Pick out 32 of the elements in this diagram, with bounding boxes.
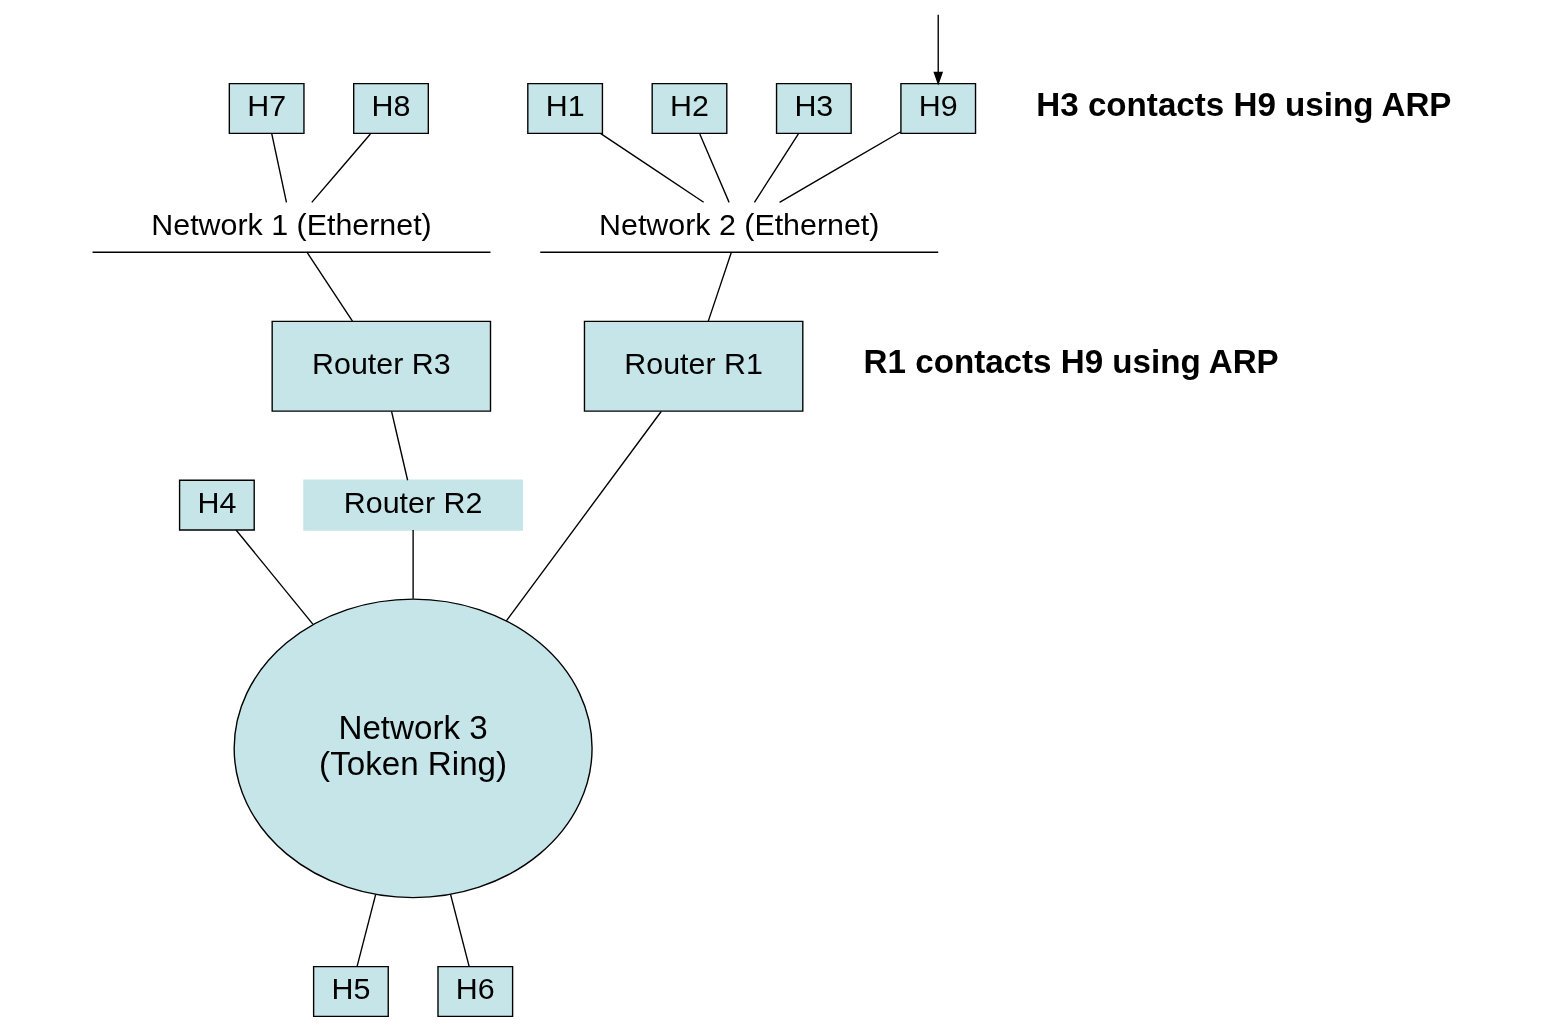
node-ellipse: Network 3 (Token Ring): [233, 598, 593, 899]
node-box: Router R3: [271, 320, 491, 412]
connector: [390, 410, 408, 481]
node-box: H9: [899, 83, 976, 135]
arrow: [932, 13, 943, 86]
node-box: H1: [526, 83, 603, 135]
node-box: H4: [178, 479, 255, 531]
node-box: H3: [775, 83, 852, 135]
connector: [310, 133, 371, 204]
connector: [778, 131, 901, 204]
label: R1 contacts H9 using ARP: [863, 343, 1279, 381]
node-box: Router R2: [302, 479, 523, 531]
connector: [234, 529, 314, 625]
label: H3 contacts H9 using ARP: [1035, 85, 1451, 123]
connector: [305, 251, 353, 322]
connector: [599, 133, 704, 203]
node-box: H8: [352, 83, 429, 135]
connector: [707, 251, 732, 322]
node-box: H5: [312, 965, 389, 1018]
connector: [698, 133, 730, 204]
connector: [270, 133, 287, 204]
connector: [505, 410, 662, 622]
connector: [411, 529, 414, 600]
node-text: Network 2 (Ethernet): [598, 207, 879, 242]
node-box: Router R1: [583, 320, 803, 412]
node-box: H6: [436, 965, 513, 1018]
node-text: Network 1 (Ethernet): [150, 207, 432, 242]
node-box: H2: [651, 83, 727, 135]
node-box: H7: [228, 83, 305, 135]
connector: [355, 893, 376, 968]
connector: [753, 133, 799, 204]
connector: [449, 893, 470, 968]
